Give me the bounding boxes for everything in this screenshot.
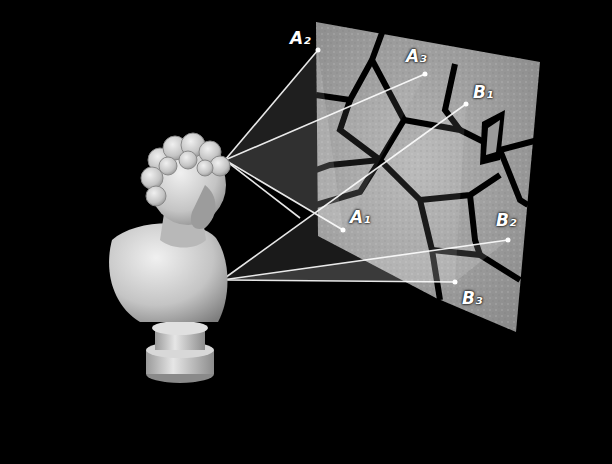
- point-label: B₁: [473, 82, 493, 102]
- light-beams: [222, 48, 511, 285]
- point-label: A₂: [290, 28, 311, 48]
- hole: [480, 110, 505, 165]
- shard: [486, 120, 500, 155]
- bust: [109, 133, 230, 383]
- point-label: A₃: [406, 46, 427, 66]
- point-label: A₁: [350, 207, 371, 227]
- point-label: B₃: [462, 288, 482, 308]
- point-label: B₂: [496, 210, 516, 230]
